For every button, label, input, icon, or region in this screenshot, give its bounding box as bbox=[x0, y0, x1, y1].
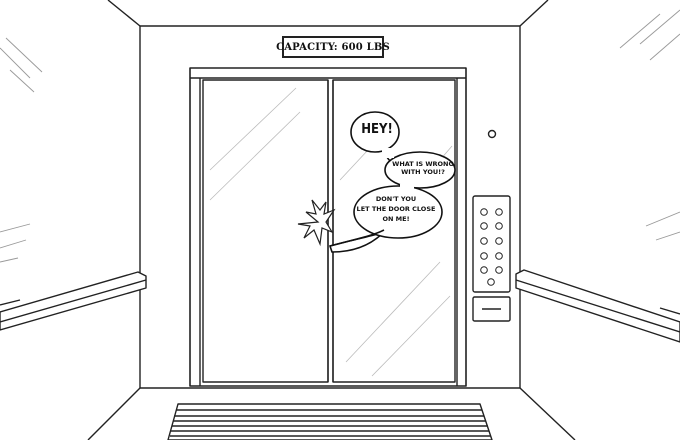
speech-text-door: DON'T YOU LET THE DOOR CLOSE ON ME! bbox=[355, 194, 437, 224]
motion-lines bbox=[0, 9, 680, 263]
door-frame-outer bbox=[189, 67, 467, 387]
floor-button bbox=[480, 208, 488, 216]
speech-bubble-2 bbox=[384, 151, 456, 189]
floor-buttons bbox=[480, 208, 503, 286]
floor-button bbox=[495, 222, 503, 230]
floor-button bbox=[480, 266, 488, 274]
floor-button bbox=[495, 266, 503, 274]
speech-text-wrong: WHAT IS WRONG WITH YOU!? bbox=[387, 160, 459, 176]
speech-line: WITH YOU!? bbox=[401, 168, 445, 177]
speech-line: ON ME! bbox=[382, 215, 410, 224]
ceiling-edge-right bbox=[519, 0, 549, 27]
floor-button bbox=[495, 208, 503, 216]
control-panel-lower bbox=[472, 296, 511, 322]
speech-line: LET THE DOOR CLOSE bbox=[356, 205, 436, 214]
speech-text-hey: HEY! bbox=[354, 122, 400, 138]
alarm-button bbox=[487, 278, 495, 286]
speech-line: HEY! bbox=[361, 122, 393, 137]
speech-line: DON'T YOU bbox=[375, 195, 417, 203]
control-panel bbox=[472, 195, 511, 293]
glass-reflections bbox=[209, 87, 453, 377]
ceiling-edge-left bbox=[107, 0, 141, 27]
speech-line: WHAT IS WRONG bbox=[392, 160, 454, 168]
speech-bubbles bbox=[328, 111, 456, 253]
floor-edge-right bbox=[519, 387, 576, 440]
impact-burst bbox=[297, 199, 336, 247]
speech-bubble-3 bbox=[353, 185, 443, 239]
call-button bbox=[487, 129, 497, 139]
capacity-sign: CAPACITY: 600 LBS bbox=[276, 36, 390, 58]
floor-edge-left bbox=[87, 387, 141, 440]
capacity-sign-text: CAPACITY: 600 LBS bbox=[276, 41, 390, 53]
floor-button bbox=[480, 222, 488, 230]
floor-button bbox=[480, 237, 488, 245]
floor-button bbox=[495, 252, 503, 260]
floor-button bbox=[495, 237, 503, 245]
floor-threshold bbox=[167, 403, 493, 440]
back-wall bbox=[139, 25, 521, 389]
speech-bubble-1 bbox=[350, 111, 400, 153]
floor-button bbox=[480, 252, 488, 260]
